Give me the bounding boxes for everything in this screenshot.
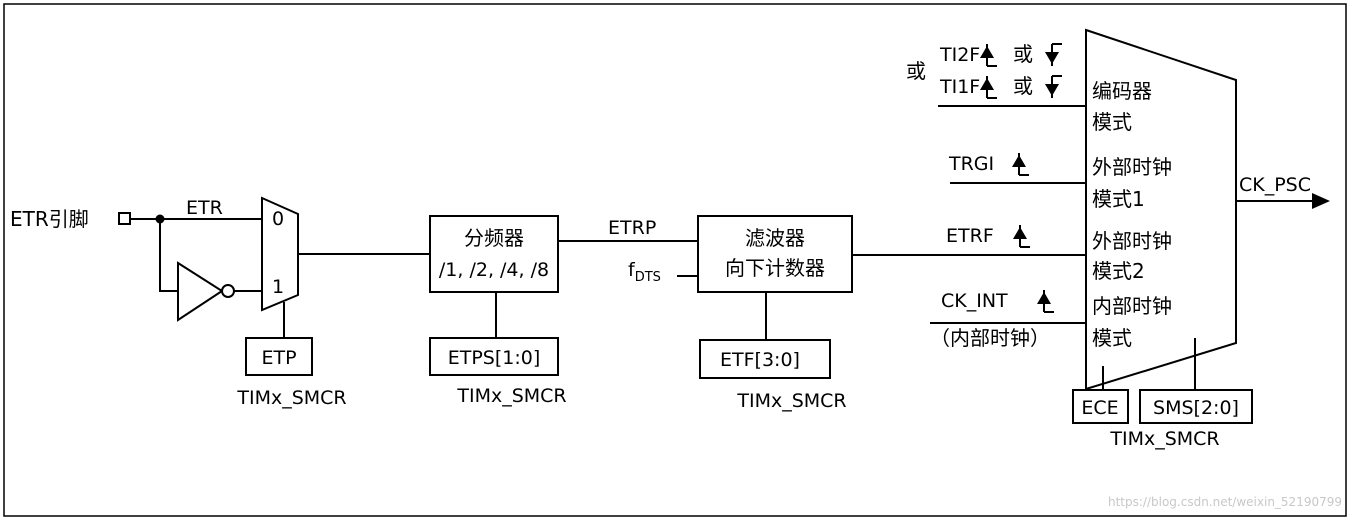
ck-int-note: （内部时钟） — [930, 326, 1050, 350]
ti2f-rising-edge-icon — [980, 44, 997, 67]
etps-label: ETPS[1:0] — [448, 347, 541, 369]
prescaler-block — [429, 215, 559, 293]
filter-subtitle: 向下计数器 — [725, 256, 825, 280]
etf-register-name: TIMx_SMCR — [736, 390, 846, 412]
prescaler-title: 分频器 — [464, 226, 524, 250]
etf-register-box — [699, 339, 831, 379]
ext-mode2-line1: 外部时钟 — [1092, 229, 1172, 253]
etr-pin-square — [118, 212, 131, 225]
trgi-rising-edge-icon — [1012, 153, 1029, 176]
etf-label: ETF[3:0] — [720, 349, 800, 371]
encoder-mode-line2: 模式 — [1092, 110, 1132, 134]
etrf-rising-edge-icon — [1013, 225, 1030, 248]
etr-line-label: ETR — [186, 197, 223, 219]
ti2f-falling-edge-icon — [1045, 43, 1062, 66]
filter-block — [697, 215, 853, 293]
ti1f-or: 或 — [1013, 74, 1033, 98]
etps-register-box — [429, 337, 559, 376]
etp-register-name: TIMx_SMCR — [236, 387, 346, 409]
etr-pin-label: ETR引脚 — [10, 207, 89, 231]
polarity-mux — [261, 196, 299, 312]
ece-label: ECE — [1081, 397, 1118, 419]
clock-mode-selector — [1085, 28, 1237, 391]
ti1f-falling-edge-icon — [1045, 75, 1062, 98]
int-mode-line2: 模式 — [1092, 326, 1132, 350]
or-prefix: 或 — [906, 59, 926, 83]
ext-mode2-line2: 模式2 — [1092, 259, 1145, 283]
encoder-mode-line1: 编码器 — [1092, 79, 1152, 103]
ck-psc-label: CK_PSC — [1239, 174, 1311, 196]
etp-label: ETP — [261, 347, 296, 369]
etp-register-box — [245, 337, 313, 376]
ext-mode1-line1: 外部时钟 — [1092, 155, 1172, 179]
inverter-symbol — [177, 261, 224, 322]
filter-title: 滤波器 — [745, 226, 805, 250]
mux-input-1: 1 — [272, 276, 284, 298]
inverter-wire-in — [159, 219, 178, 292]
etrf-label: ETRF — [946, 225, 994, 247]
mux-input-0: 0 — [272, 208, 284, 230]
ti2f-or: 或 — [1013, 42, 1033, 66]
watermark: https://blog.csdn.net/weixin_52190799 — [1108, 495, 1342, 509]
inverter-bubble — [221, 284, 235, 298]
prescaler-ratios: /1, /2, /4, /8 — [439, 259, 549, 281]
diagram-frame — [3, 3, 1347, 517]
ti1f-label: TI1F — [939, 76, 980, 98]
mode-register-name: TIMx_SMCR — [1109, 428, 1219, 450]
fdts-label: fDTS — [628, 259, 661, 285]
sms-register-box — [1139, 389, 1253, 424]
sms-label: SMS[2:0] — [1153, 397, 1239, 419]
etps-register-name: TIMx_SMCR — [456, 385, 566, 407]
ck-psc-arrow-icon — [1312, 193, 1330, 209]
ece-register-box — [1072, 389, 1129, 424]
ck-int-label: CK_INT — [941, 290, 1008, 312]
int-mode-line1: 内部时钟 — [1092, 294, 1172, 318]
etrp-label: ETRP — [608, 217, 656, 239]
ti2f-label: TI2F — [939, 44, 980, 66]
ext-mode1-line2: 模式1 — [1092, 187, 1145, 211]
ti1f-rising-edge-icon — [980, 76, 997, 99]
trgi-label: TRGI — [948, 153, 994, 175]
ck-int-rising-edge-icon — [1037, 290, 1054, 313]
